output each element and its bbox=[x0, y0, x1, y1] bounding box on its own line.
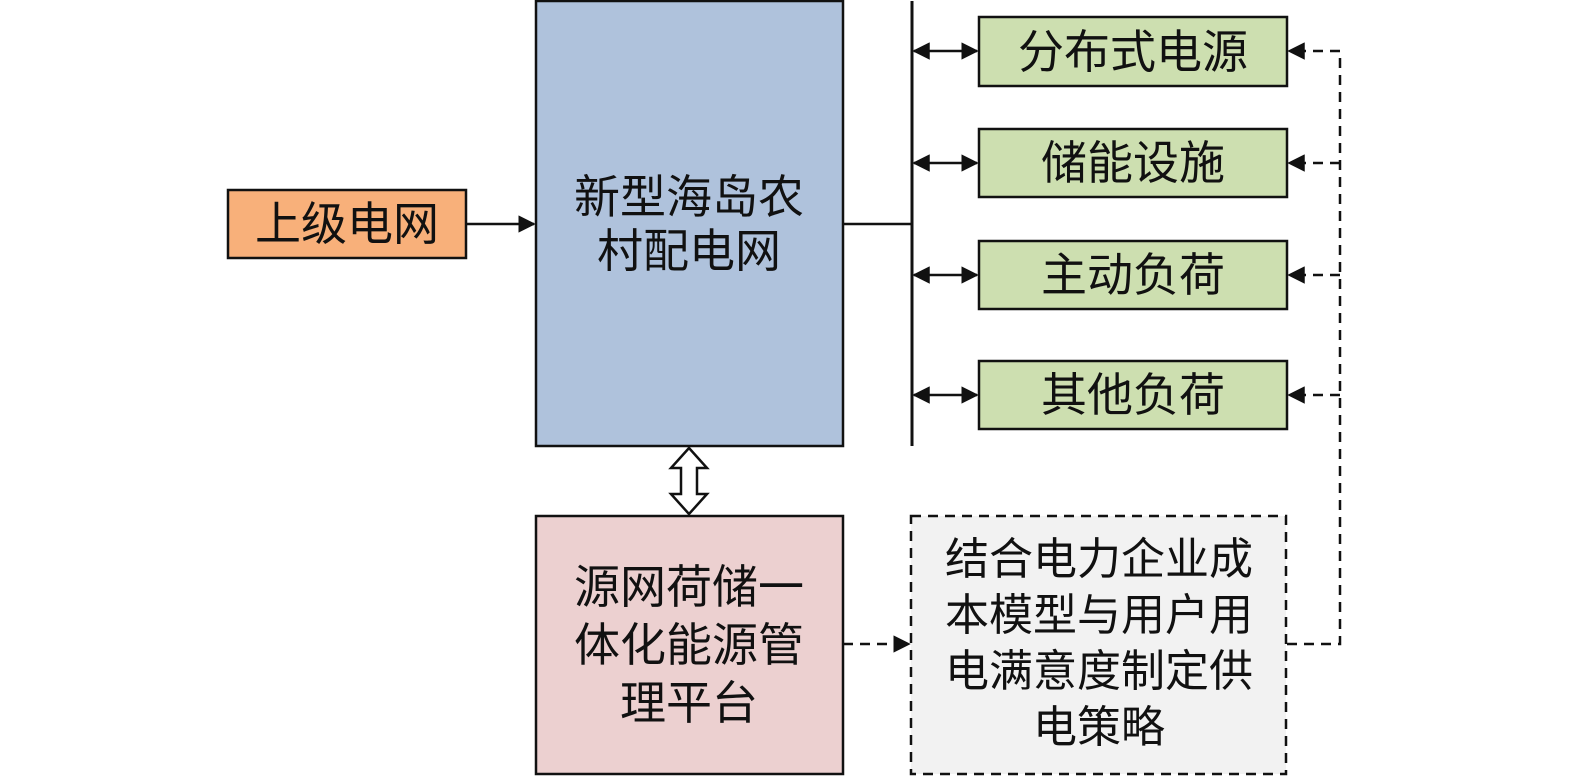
distributed-power-label: 分布式电源 bbox=[1018, 25, 1248, 79]
distributed-power-box bbox=[977, 15, 1289, 88]
grid-platform-double-arrow bbox=[668, 446, 710, 516]
strategy-label-line2: 本模型与用户用 bbox=[945, 590, 1253, 641]
energy-storage-node: 储能设施 bbox=[977, 127, 1289, 199]
energy-storage-box bbox=[977, 127, 1289, 199]
distribution-grid-label-line2: 村配电网 bbox=[597, 224, 781, 278]
strategy-label-line1: 结合电力企业成 bbox=[945, 534, 1253, 585]
strategy-box bbox=[909, 514, 1288, 776]
platform-label-line2: 体化能源管 bbox=[574, 618, 804, 672]
distribution-grid-box bbox=[534, 0, 845, 448]
active-load-box bbox=[977, 239, 1289, 311]
platform-label-line1: 源网荷储一 bbox=[574, 560, 804, 614]
strategy-feedback-dashed-line bbox=[1287, 51, 1342, 646]
upper-grid-node: 上级电网 bbox=[226, 188, 468, 260]
distributed-power-node: 分布式电源 bbox=[977, 15, 1289, 88]
other-load-label: 其他负荷 bbox=[1041, 368, 1225, 422]
energy-storage-label: 储能设施 bbox=[1041, 136, 1225, 190]
platform-box bbox=[534, 514, 845, 776]
upper-grid-box bbox=[226, 188, 468, 260]
other-load-box bbox=[977, 359, 1289, 431]
platform-node: 源网荷储一 体化能源管 理平台 bbox=[534, 514, 845, 776]
active-load-label: 主动负荷 bbox=[1041, 248, 1225, 302]
distribution-grid-label-line1: 新型海岛农 bbox=[574, 170, 804, 224]
active-load-node: 主动负荷 bbox=[977, 239, 1289, 311]
other-load-node: 其他负荷 bbox=[977, 359, 1289, 431]
distribution-grid-node: 新型海岛农 村配电网 bbox=[534, 0, 845, 448]
strategy-node: 结合电力企业成 本模型与用户用 电满意度制定供 电策略 bbox=[909, 514, 1288, 776]
strategy-label-line3: 电满意度制定供 bbox=[945, 646, 1253, 697]
strategy-label-line4: 电策略 bbox=[1033, 702, 1165, 753]
upper-grid-label: 上级电网 bbox=[255, 197, 439, 251]
platform-label-line3: 理平台 bbox=[620, 676, 758, 730]
